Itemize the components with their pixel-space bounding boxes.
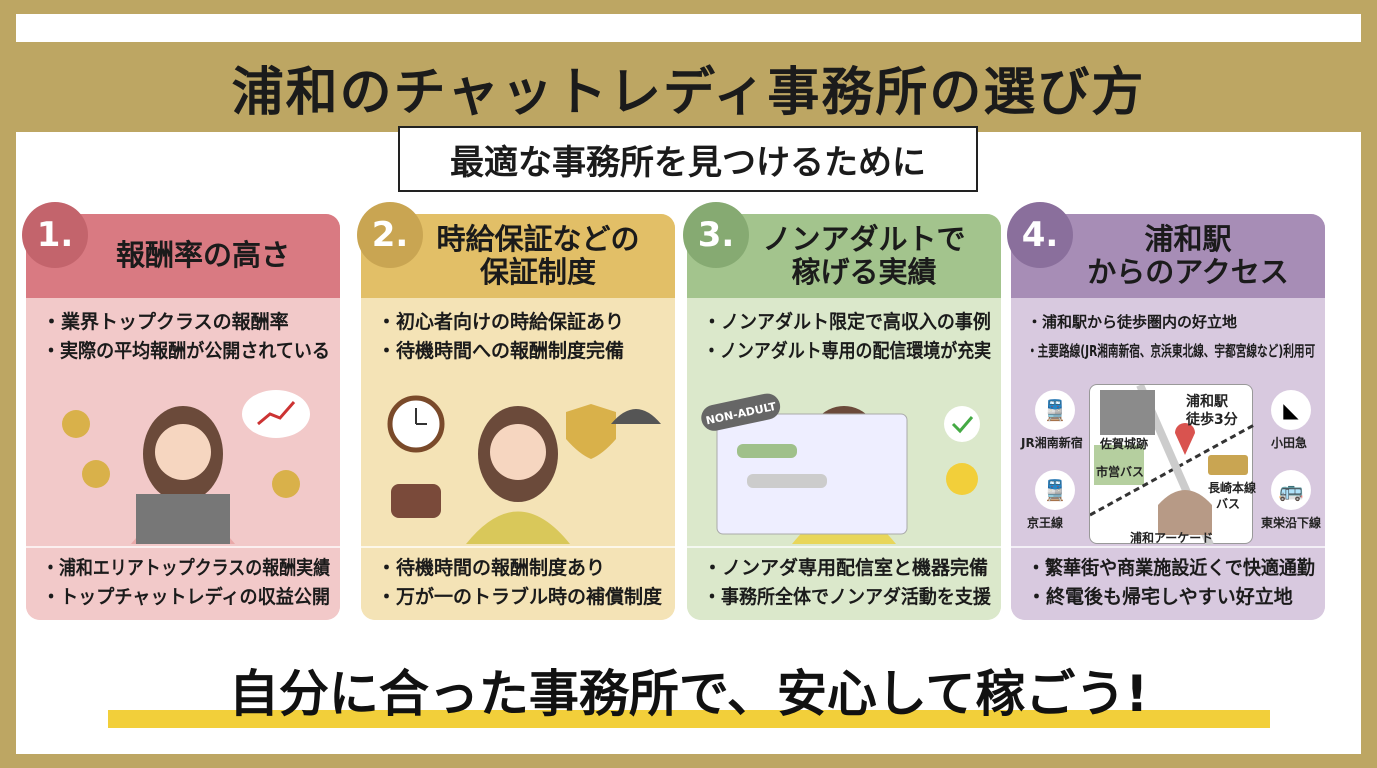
woman-illustration xyxy=(62,390,310,544)
card-illustration: NON-ADULT xyxy=(697,384,991,544)
card-footer: ・ノンアダ専用配信室と機器完備・事務所全体でノンアダ活動を支援 xyxy=(687,546,1001,620)
card-heading: 時給保証などの 保証制度 xyxy=(361,214,675,298)
card-points: ・浦和駅から徒歩圏内の好立地・主要路線(JR湘南新宿、京浜東北線、宇都宮線など)… xyxy=(1011,298,1325,366)
point-item: ・待機時間への報酬制度完備 xyxy=(377,340,625,362)
page-title: 浦和のチャットレディ事務所の選び方 xyxy=(231,62,1146,123)
footer-item: ・トップチャットレディの収益公開 xyxy=(42,586,330,608)
line-label: 小田急 xyxy=(1271,436,1308,450)
footer-item: ・万が一のトラブル時の補償制度 xyxy=(377,586,663,608)
woman-illustration: NON-ADULT xyxy=(701,393,980,544)
card-points: ・初心者向けの時給保証あり・待機時間への報酬制度完備 xyxy=(361,298,675,366)
footer-item: ・浦和エリアトップクラスの報酬実績 xyxy=(42,557,331,579)
card-3: ノンアダルトで 稼げる実績・ノンアダルト限定で高収入の事例・ノンアダルト専用の配… xyxy=(683,202,1001,620)
card-2: 時給保証などの 保証制度・初心者向けの時給保証あり・待機時間への報酬制度完備・待… xyxy=(357,202,675,620)
footer-item: ・繁華街や商業施設近くで快適通勤 xyxy=(1027,557,1315,579)
footer-item: ・待機時間の報酬制度あり xyxy=(377,557,606,579)
walk-time-label: 徒歩3分 xyxy=(1186,412,1238,428)
card-number-badge: 1. xyxy=(22,202,88,268)
card-4: 浦和駅 からのアクセス・浦和駅から徒歩圏内の好立地・主要路線(JR湘南新宿、京浜… xyxy=(1007,202,1325,620)
title-bar: 浦和のチャットレディ事務所の選び方 xyxy=(16,42,1361,132)
line-label: 京王線 xyxy=(1027,516,1064,530)
card-number-badge: 2. xyxy=(357,202,423,268)
point-item: ・業界トップクラスの報酬率 xyxy=(42,311,289,333)
card-illustration xyxy=(36,384,330,544)
point-item: ・浦和駅から徒歩圏内の好立地 xyxy=(1027,313,1238,331)
woman-illustration xyxy=(387,395,661,544)
card-illustration: 浦和駅 徒歩3分 佐賀城跡 市営バス 長崎本線 バス 浦和アーケード 🚆 JR湘南… xyxy=(1021,384,1321,545)
point-item: ・主要路線(JR湘南新宿、京浜東北線、宇都宮線など)利用可 xyxy=(1027,342,1316,360)
subtitle-box: 最適な事務所を見つけるために xyxy=(398,126,978,192)
highlight-underline xyxy=(108,710,1270,728)
point-item: ・ノンアダルト専用の配信環境が充実 xyxy=(703,340,992,362)
card-footer: ・待機時間の報酬制度あり・万が一のトラブル時の補償制度 xyxy=(361,546,675,620)
card-1: 報酬率の高さ・業界トップクラスの報酬率・実際の平均報酬が公開されている・浦和エリ… xyxy=(22,202,340,620)
closing-message: 自分に合った事務所で、安心して稼ごう! xyxy=(228,665,1149,723)
castle-label: 佐賀城跡 xyxy=(1100,437,1149,451)
line-label: 東栄沿下線 xyxy=(1261,516,1322,530)
card-number-badge: 3. xyxy=(683,202,749,268)
line-label: JR湘南新宿 xyxy=(1021,436,1083,450)
point-item: ・実際の平均報酬が公開されている xyxy=(42,340,330,362)
footer-item: ・事務所全体でノンアダ活動を支援 xyxy=(703,586,991,608)
train-icon: 🚆 xyxy=(1035,390,1075,430)
card-illustration xyxy=(371,384,665,544)
city-bus-label: 市営バス xyxy=(1096,465,1145,479)
card-footer: ・繁華街や商業施設近くで快適通勤・終電後も帰宅しやすい好立地 xyxy=(1011,546,1325,620)
arcade-label: 浦和アーケード xyxy=(1130,531,1214,545)
card-footer: ・浦和エリアトップクラスの報酬実績・トップチャットレディの収益公開 xyxy=(26,546,340,620)
point-item: ・初心者向けの時給保証あり xyxy=(377,311,625,333)
station-label: 浦和駅 xyxy=(1186,394,1228,410)
card-points: ・ノンアダルト限定で高収入の事例・ノンアダルト専用の配信環境が充実 xyxy=(687,298,1001,366)
card-number-badge: 4. xyxy=(1007,202,1073,268)
odakyu-logo-icon: ◣ xyxy=(1271,390,1311,430)
point-item: ・ノンアダルト限定で高収入の事例 xyxy=(703,311,991,333)
train-icon: 🚆 xyxy=(1035,470,1075,510)
infographic-panel: 浦和のチャットレディ事務所の選び方 最適な事務所を見つけるために 報酬率の高さ・… xyxy=(16,14,1361,754)
card-points: ・業界トップクラスの報酬率・実際の平均報酬が公開されている xyxy=(26,298,340,366)
access-map: 浦和駅 徒歩3分 佐賀城跡 市営バス 長崎本線 バス 浦和アーケード xyxy=(1089,384,1257,545)
line-bus-label: 長崎本線 xyxy=(1208,481,1257,495)
map-graphic xyxy=(1090,385,1254,545)
footer-item: ・終電後も帰宅しやすい好立地 xyxy=(1027,586,1293,608)
bus-icon: 🚌 xyxy=(1271,470,1311,510)
footer-item: ・ノンアダ専用配信室と機器完備 xyxy=(703,557,989,579)
line-bus-label-2: バス xyxy=(1216,497,1241,511)
